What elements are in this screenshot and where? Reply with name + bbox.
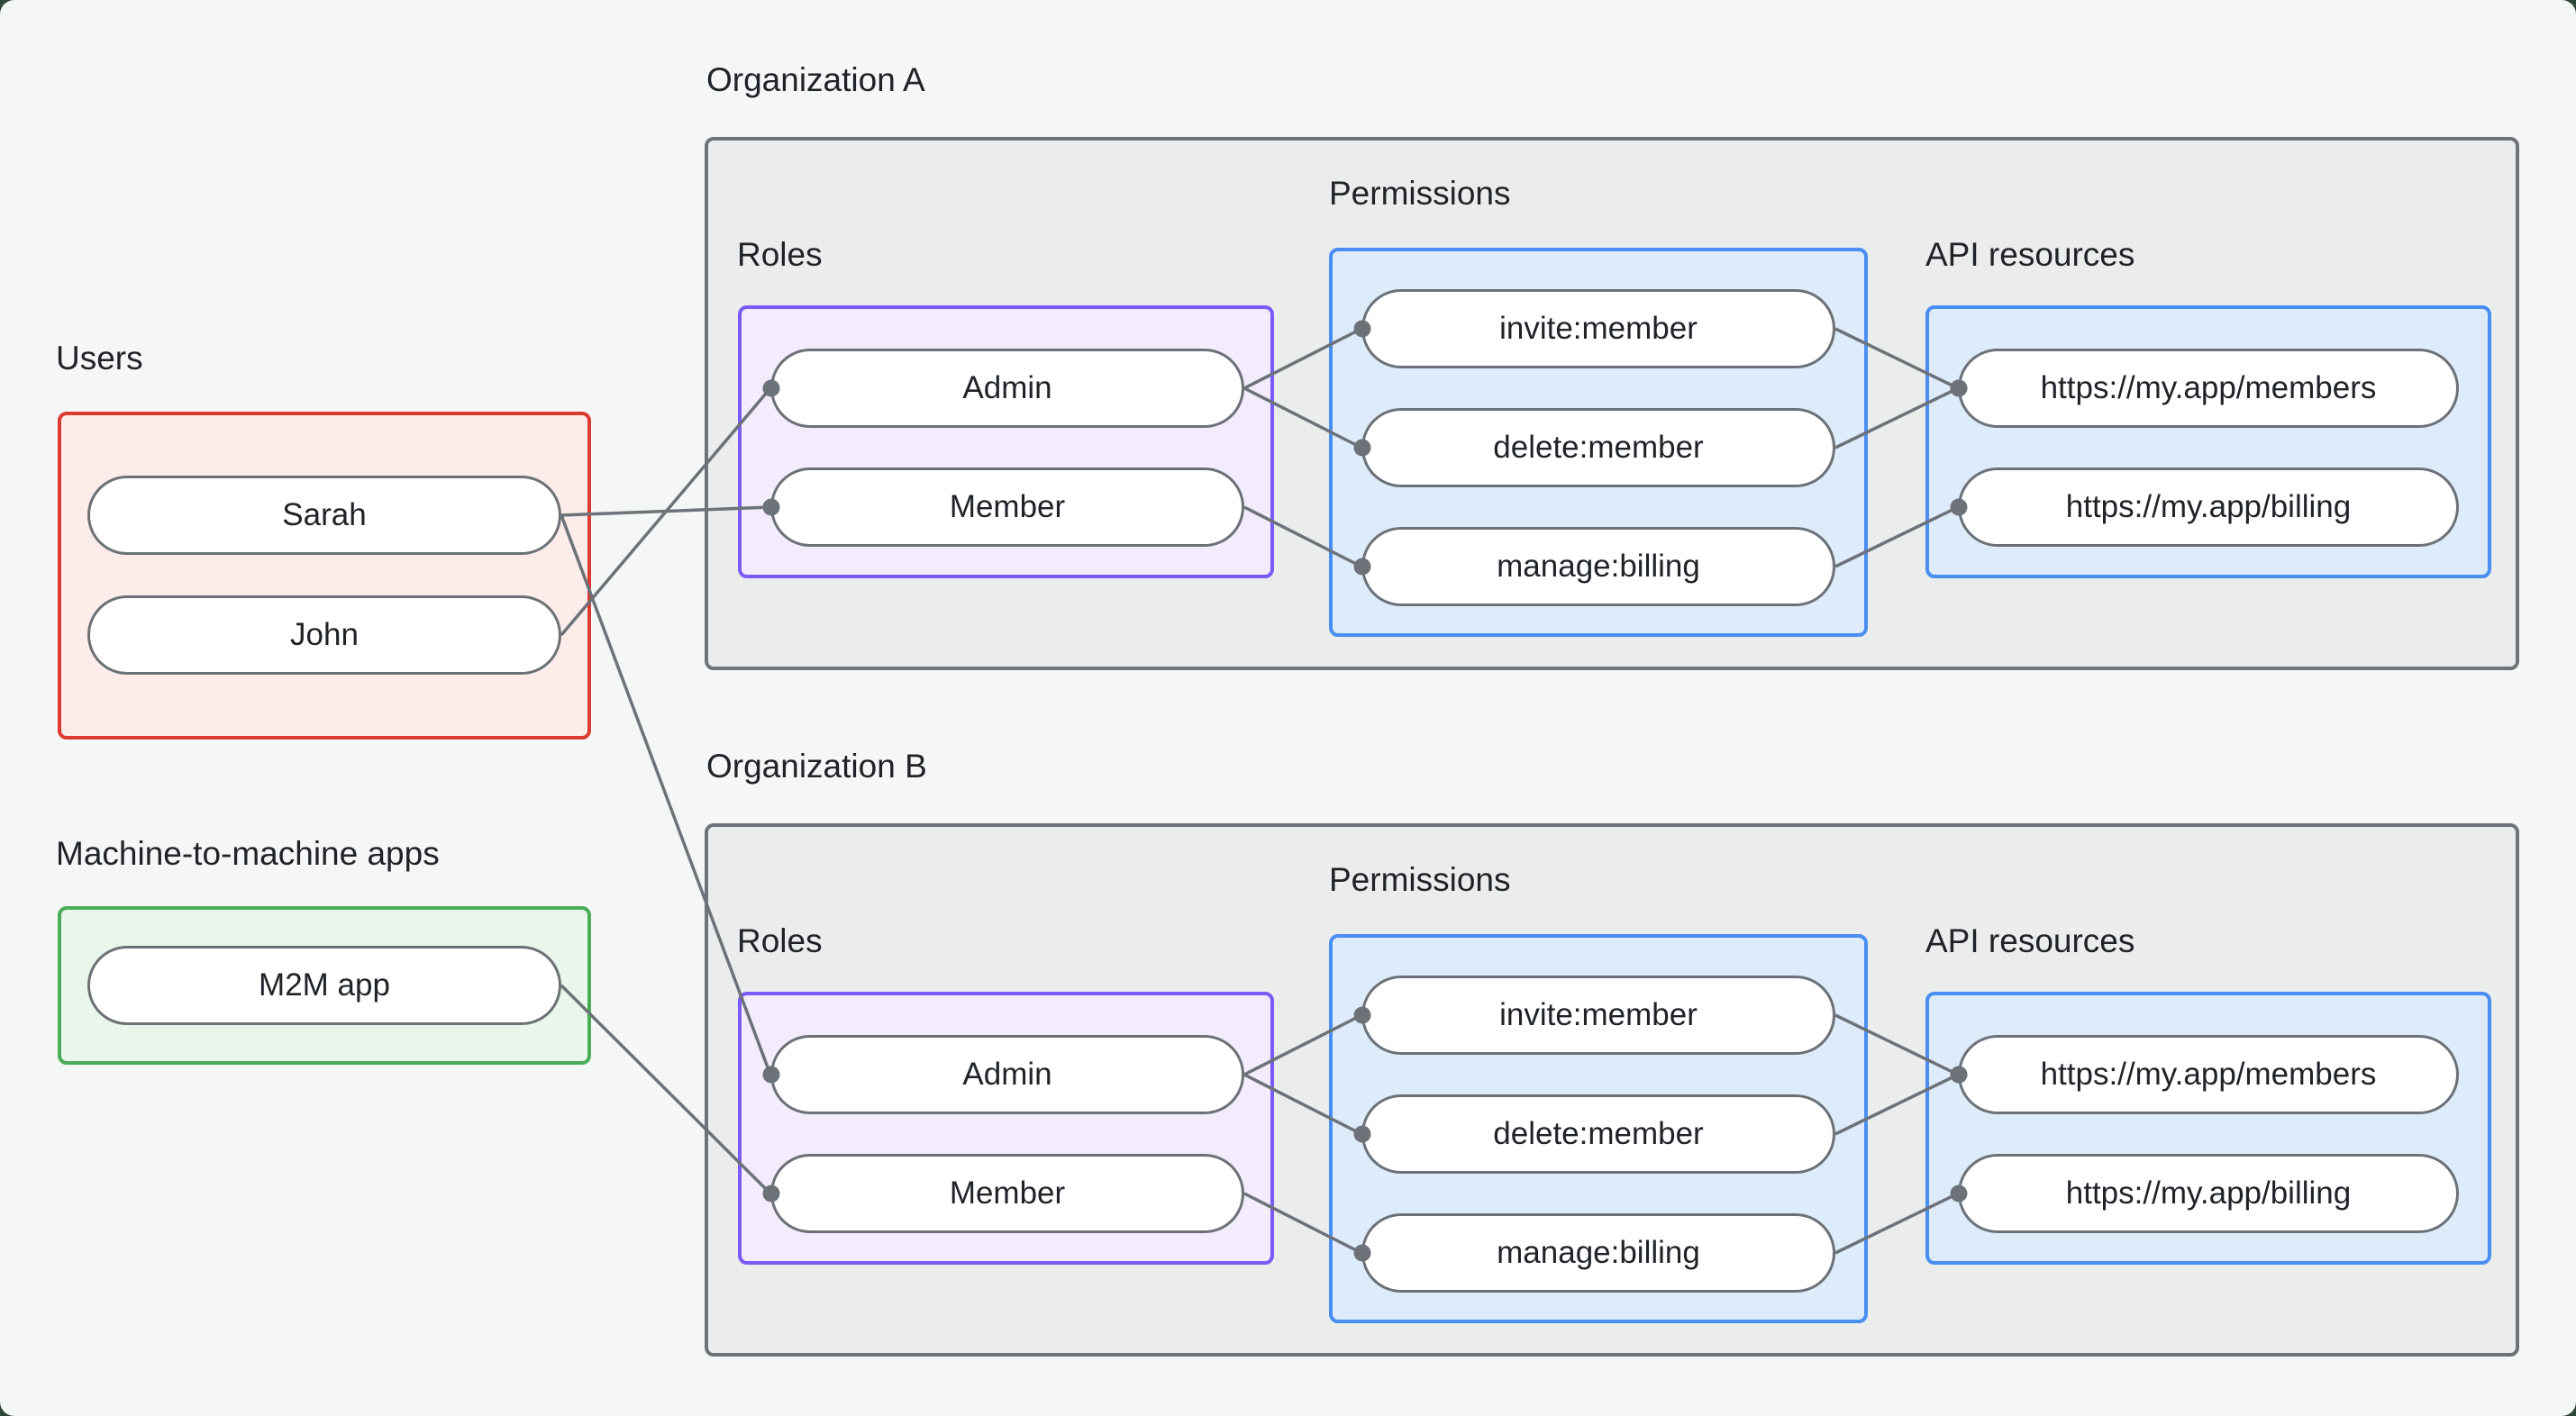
node-role-admin-b: Admin xyxy=(770,1035,1244,1114)
roles-label-a: Roles xyxy=(737,236,823,273)
m2m-group-label: Machine-to-machine apps xyxy=(56,835,440,872)
node-api-billing-b: https://my.app/billing xyxy=(1958,1154,2459,1233)
node-permission-delete-member-b: delete:member xyxy=(1361,1094,1835,1174)
node-role-member-a: Member xyxy=(770,467,1244,547)
node-user-john: John xyxy=(87,595,561,675)
permissions-label-a: Permissions xyxy=(1329,175,1511,212)
organization-a-title: Organization A xyxy=(706,61,925,98)
node-permission-invite-member-a: invite:member xyxy=(1361,289,1835,368)
organization-a: Organization A Roles Admin Member Permis… xyxy=(705,61,2519,670)
node-api-billing-a: https://my.app/billing xyxy=(1958,467,2459,547)
node-role-admin-a: Admin xyxy=(770,349,1244,428)
node-permission-manage-billing-b: manage:billing xyxy=(1361,1213,1835,1293)
node-api-members-a: https://my.app/members xyxy=(1958,349,2459,428)
users-group-box xyxy=(58,412,591,740)
node-permission-invite-member-b: invite:member xyxy=(1361,976,1835,1055)
node-role-member-b: Member xyxy=(770,1154,1244,1233)
node-m2m-app: M2M app xyxy=(87,946,561,1025)
roles-label-b: Roles xyxy=(737,922,823,959)
node-permission-delete-member-a: delete:member xyxy=(1361,408,1835,487)
organization-b-title: Organization B xyxy=(706,748,927,785)
permissions-label-b: Permissions xyxy=(1329,861,1511,898)
node-user-sarah: Sarah xyxy=(87,476,561,555)
node-permission-manage-billing-a: manage:billing xyxy=(1361,527,1835,606)
users-group-label: Users xyxy=(56,340,143,377)
api-resources-label-a: API resources xyxy=(1925,236,2135,273)
node-api-members-b: https://my.app/members xyxy=(1958,1035,2459,1114)
api-resources-label-b: API resources xyxy=(1925,922,2135,959)
organization-b: Organization B Roles Admin Member Permis… xyxy=(0,686,2576,1416)
